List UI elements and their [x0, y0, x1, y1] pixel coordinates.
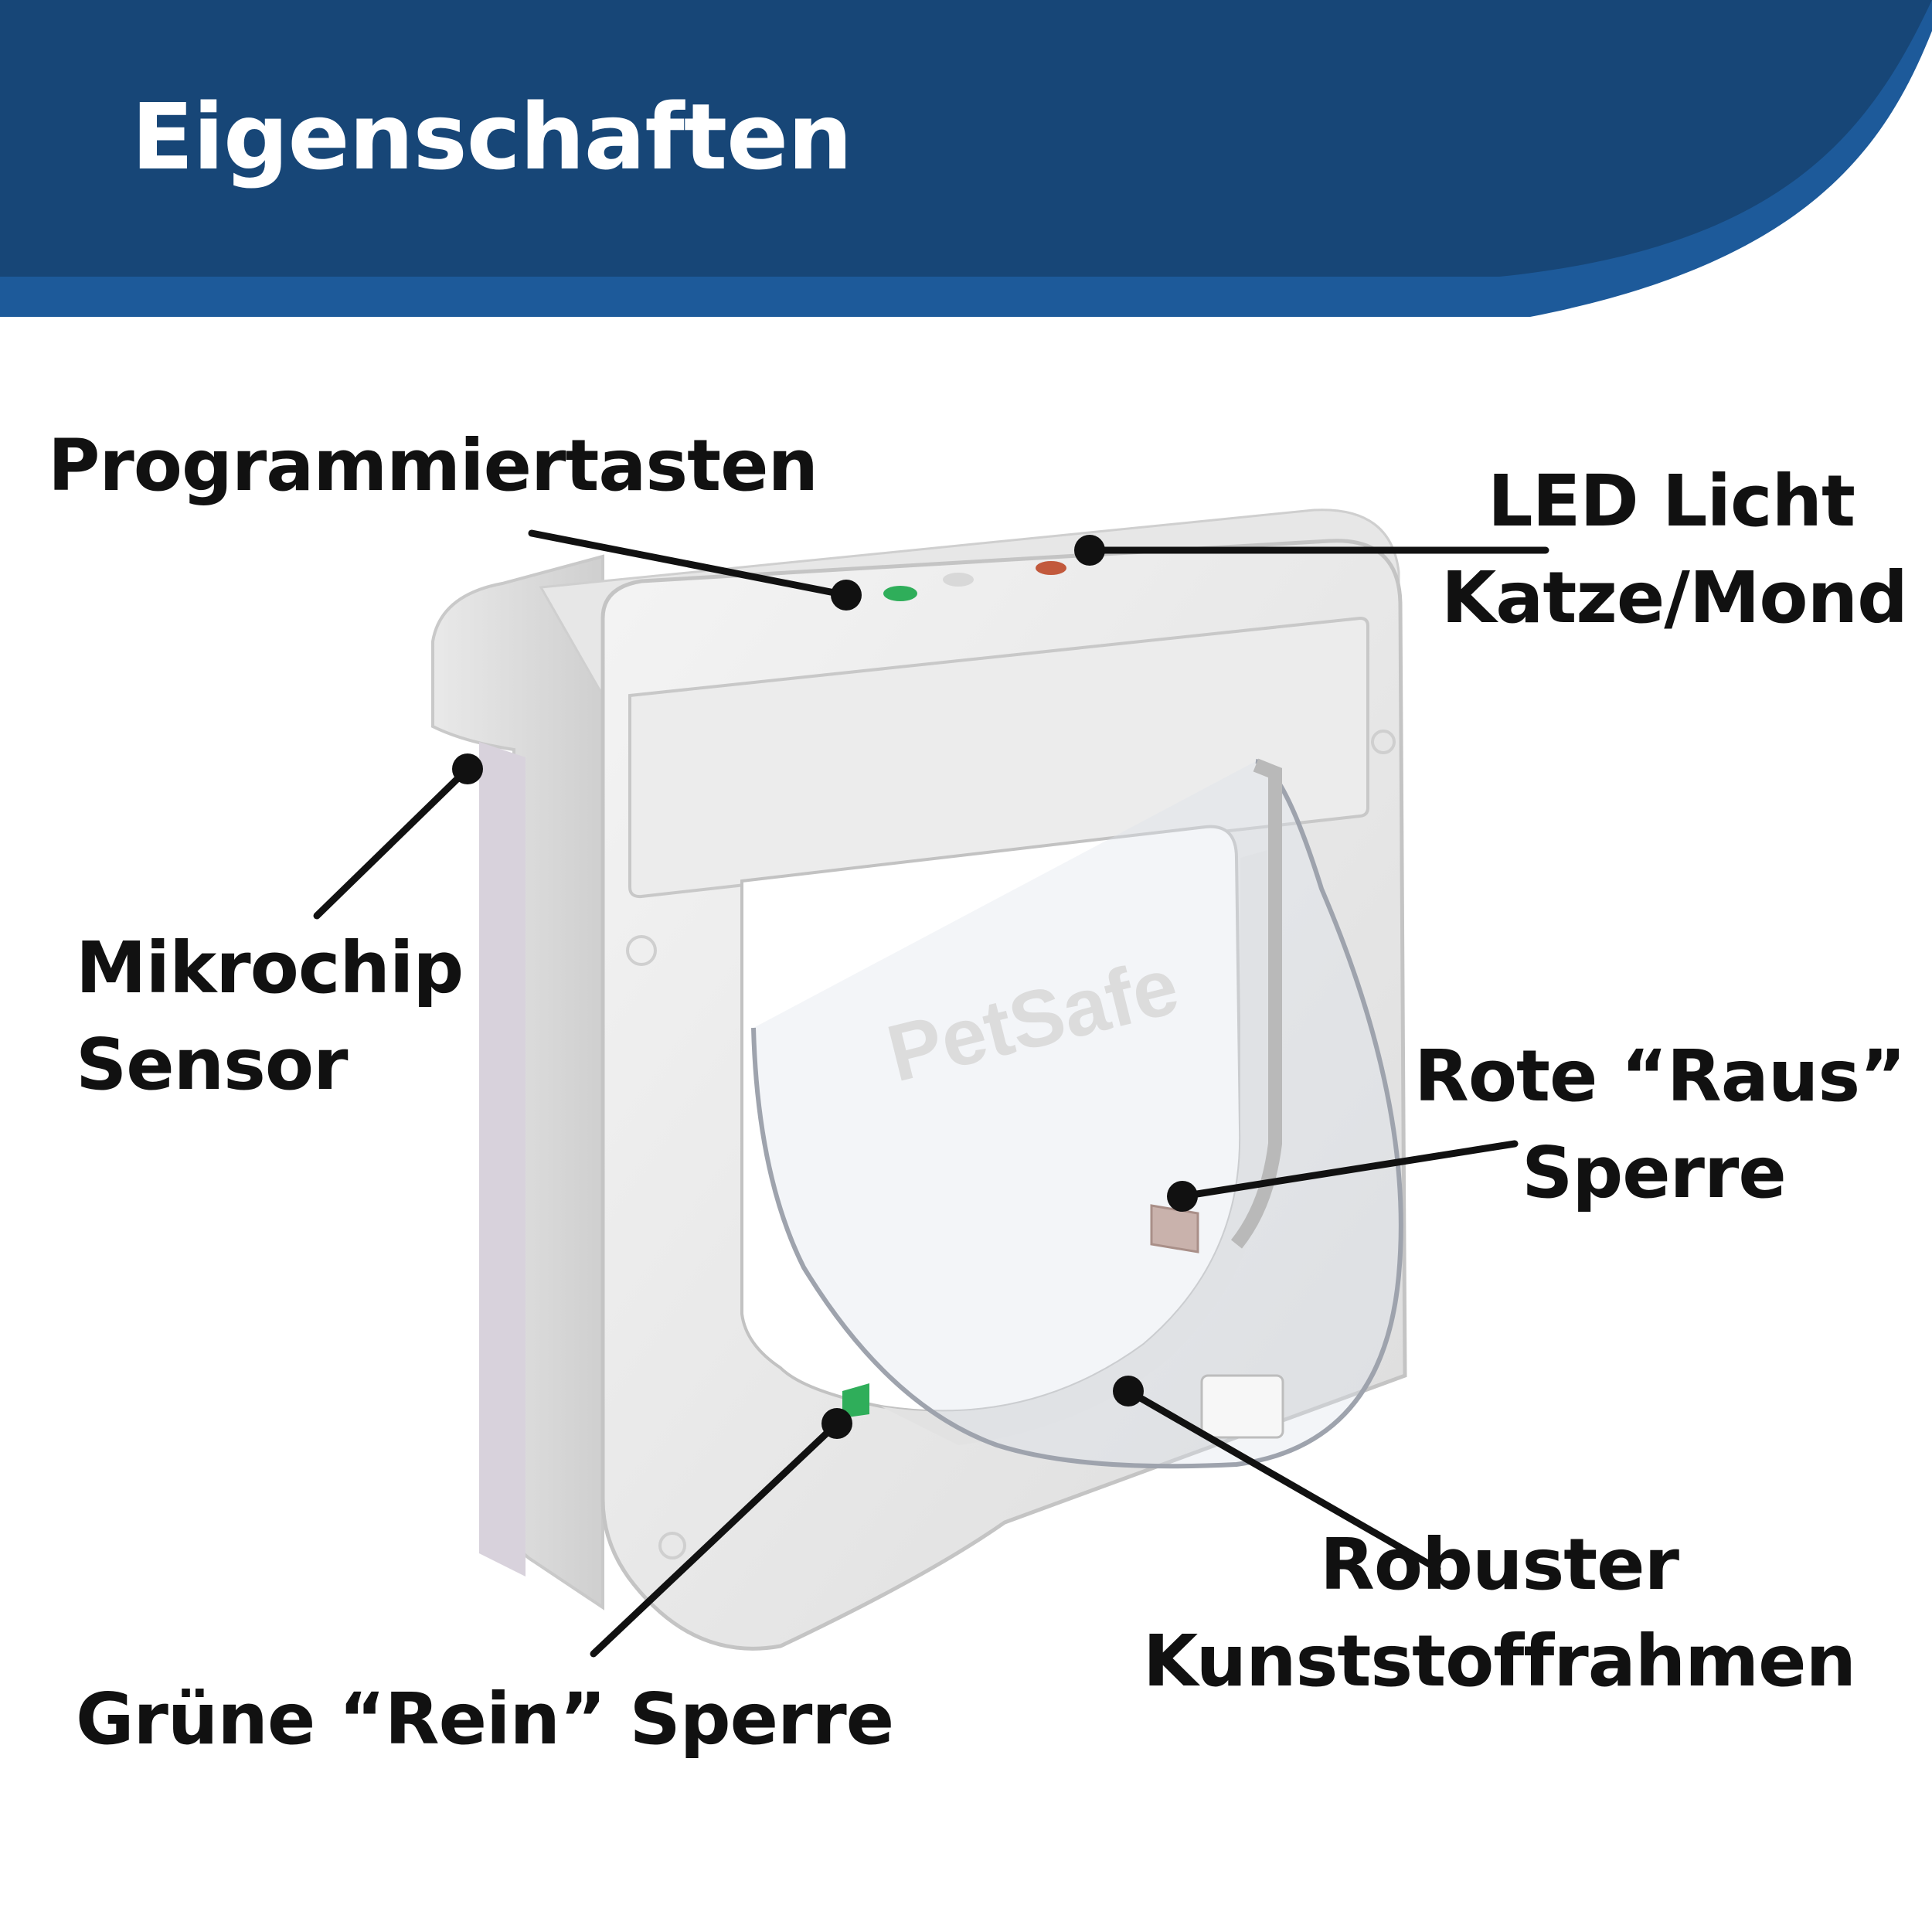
- callout-dot-icon: [1113, 1376, 1144, 1406]
- callout-dot-icon: [1074, 535, 1105, 566]
- cat-led-icon: [943, 573, 974, 587]
- screw-cover-icon: [1371, 730, 1396, 754]
- red-program-button: [1036, 561, 1066, 575]
- label-microchip-sensor: Mikrochip Sensor: [76, 927, 464, 1107]
- callout-line-red-lock: [1179, 1140, 1519, 1200]
- callout-dot-icon: [821, 1408, 852, 1439]
- label-led-light: LED Licht Katze/Mond: [1440, 460, 1908, 640]
- top-panel: [628, 616, 1369, 899]
- green-lock-indicator: [842, 1383, 869, 1418]
- red-lock-indicator: [1150, 1204, 1199, 1253]
- callout-line-green-lock: [590, 1420, 841, 1658]
- flap-seal-strip: [1230, 758, 1282, 1249]
- callout-dot-icon: [1167, 1181, 1198, 1212]
- callout-dot-icon: [452, 753, 483, 784]
- callout-line-frame: [1124, 1387, 1441, 1573]
- callout-line-programming: [528, 529, 850, 599]
- callout-line-sensor: [313, 765, 471, 920]
- lock-switch: [1200, 1374, 1284, 1439]
- callout-dot-icon: [831, 580, 862, 611]
- label-green-in-lock: Grüne “Rein” Sperre: [76, 1678, 894, 1760]
- label-red-out-lock: Rote “Raus” Sperre: [1414, 1035, 1906, 1215]
- green-program-button: [883, 586, 917, 601]
- label-robust-frame: Robuster Kunststoffrahmen: [1142, 1523, 1856, 1703]
- page-title: Eigenschaften: [131, 83, 852, 190]
- screw-cover-icon: [626, 935, 657, 966]
- frame-back-lip: [479, 742, 526, 1577]
- label-programming-buttons: Programmiertasten: [48, 424, 818, 507]
- screw-cover-icon: [658, 1532, 686, 1560]
- header-banner: [0, 0, 1932, 317]
- transparent-flap: [751, 759, 1403, 1469]
